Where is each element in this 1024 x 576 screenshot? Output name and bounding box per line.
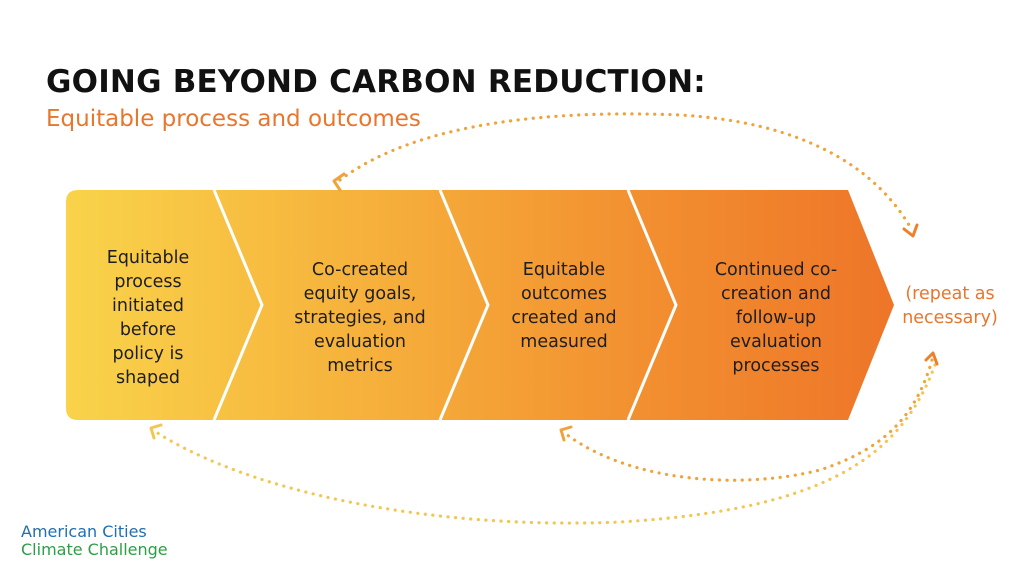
repeat-note: (repeat as necessary) — [902, 284, 998, 328]
page-subtitle: Equitable process and outcomes — [46, 106, 421, 132]
arrowhead-top-right — [902, 223, 919, 238]
logo-line-1: American Cities — [21, 522, 147, 541]
arrowhead-top-left — [332, 172, 346, 192]
logo-line-2: Climate Challenge — [21, 540, 168, 559]
step-4-label: Continued co-creation and follow-up eval… — [714, 259, 838, 376]
page-title: GOING BEYOND CARBON REDUCTION: — [46, 64, 706, 100]
loop-arc-bottom-left — [154, 363, 937, 525]
step-2-label: Co-created equity goals, strategies, and… — [294, 259, 426, 376]
arrowhead-bottom-middle — [559, 425, 573, 442]
loop-arc-bottom-right — [564, 358, 934, 482]
separator-2 — [438, 189, 490, 421]
separator-1 — [212, 189, 264, 421]
step-3-label: Equitable outcomes created and measured — [511, 259, 617, 352]
loop-arc-top — [338, 112, 914, 232]
logo: American Cities Climate Challenge — [21, 523, 168, 559]
arrowhead-right-bottom — [924, 351, 939, 366]
arrowhead-bottom-left — [149, 423, 163, 440]
separator-3 — [626, 189, 678, 421]
step-1-label: Equitable process initiated before polic… — [106, 247, 190, 388]
process-band — [66, 190, 894, 420]
